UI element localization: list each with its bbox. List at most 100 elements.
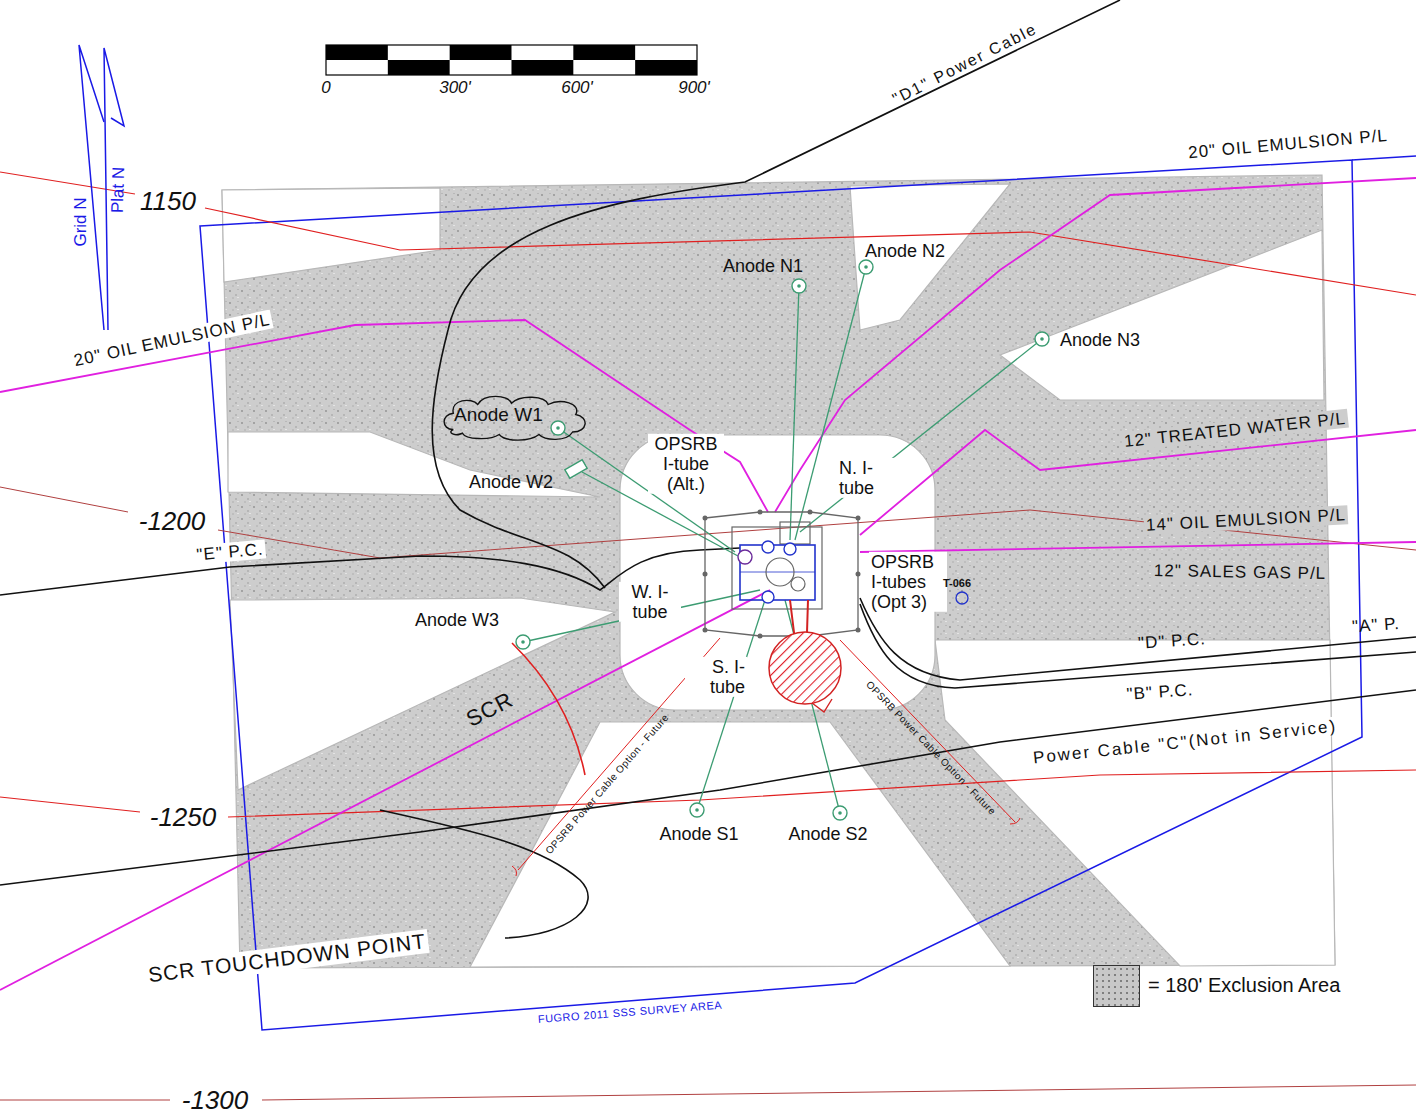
scale-cell — [388, 60, 450, 75]
anode-sled — [565, 460, 587, 479]
anode-symbol — [792, 279, 806, 293]
contour-depth: -1300 — [180, 1086, 251, 1115]
anode-symbol — [833, 806, 847, 820]
pipeline — [775, 178, 1416, 512]
platform-piles — [703, 510, 861, 639]
scale-bar — [326, 45, 697, 75]
power-cable — [0, 690, 1416, 885]
anode-symbol — [516, 635, 530, 649]
pile — [808, 510, 813, 515]
pipeline-label: 12" SALES GAS P/L — [1152, 561, 1329, 583]
platform-module — [780, 522, 810, 544]
scale-number: 0 — [319, 78, 332, 97]
itube-label: OPSRB I-tube (Alt.) — [648, 434, 724, 494]
clear-area — [1000, 230, 1324, 400]
anode-lead — [790, 286, 799, 540]
scale-number: 900' — [676, 78, 712, 97]
anode-lead — [697, 600, 765, 810]
i-tube — [738, 550, 752, 564]
anode-lead — [795, 267, 866, 540]
pile — [758, 634, 763, 639]
anode-label: Anode S2 — [786, 824, 869, 844]
pipeline — [860, 542, 1416, 552]
anode-dots — [521, 265, 1044, 815]
pile — [703, 516, 708, 521]
contour-depth: 1150 — [138, 187, 198, 216]
anode-label: Anode W3 — [413, 610, 501, 630]
pipeline-label: 20" OIL EMULSION P/L — [1185, 126, 1390, 163]
survey-area — [1352, 156, 1416, 160]
anode-dot — [838, 811, 842, 815]
legend-text: = 180' Exclusion Area — [1148, 974, 1340, 997]
scale-cell — [511, 60, 573, 75]
platform-outline — [705, 512, 858, 636]
anode-dot — [556, 426, 560, 430]
anode-symbol — [551, 421, 565, 435]
itube-label: S. I-tube — [685, 657, 747, 697]
itube-label: OPSRB I-tubes (Opt 3) — [869, 552, 947, 612]
exclusion-area — [222, 175, 1335, 968]
legend-swatch — [1093, 965, 1140, 1007]
pile — [856, 628, 861, 633]
pile — [703, 628, 708, 633]
anode-label: Anode W2 — [467, 472, 555, 492]
anode-label: Anode W1 — [454, 404, 543, 426]
anode-lead — [558, 428, 735, 552]
i-tube — [762, 591, 774, 603]
cloud-shape — [444, 396, 585, 440]
scr-arc — [512, 643, 585, 775]
power-cable — [860, 604, 1416, 688]
anode-label: Anode N3 — [1058, 330, 1142, 350]
power-cable — [432, 0, 1120, 588]
scale-outline — [326, 45, 697, 75]
platform-deck — [732, 527, 822, 609]
scale-number: 300' — [437, 78, 473, 97]
marker-label: T-066 — [941, 577, 973, 589]
pile — [856, 516, 861, 521]
clear-area — [230, 598, 615, 790]
anode-label: Anode N2 — [863, 241, 947, 261]
itube-label: N. I-tube — [837, 458, 899, 498]
anode-dot — [521, 640, 525, 644]
target-marker — [956, 592, 968, 604]
scale-cell — [450, 45, 512, 60]
scale-cell — [326, 45, 388, 60]
anode-label: Anode S1 — [657, 824, 740, 844]
north-label: Grid N — [71, 195, 90, 248]
hatched-notch — [812, 699, 832, 712]
anode-symbols — [516, 260, 1049, 820]
clear-area — [228, 432, 600, 497]
pile — [856, 572, 861, 577]
scale-number: 600' — [559, 78, 595, 97]
itube-label: W. I-tube — [619, 582, 681, 622]
anode-label: Anode N1 — [721, 256, 805, 276]
pile — [703, 572, 708, 577]
survey-label: FUGRO 2011 SSS SURVEY AREA — [535, 998, 724, 1025]
contour-depth: -1200 — [137, 507, 208, 536]
anode-leads — [523, 267, 1042, 813]
platform-caisson — [791, 577, 805, 591]
contour-depth: -1250 — [148, 803, 219, 832]
anode-symbol — [859, 260, 873, 274]
clear-area — [850, 184, 1010, 330]
future-cable — [840, 640, 1020, 824]
anode-dot — [797, 284, 801, 288]
north-label: Plat N — [108, 165, 129, 216]
cable-label: "A" P. — [1349, 614, 1402, 637]
hatched-zone — [769, 632, 841, 704]
anode-symbol — [1035, 332, 1049, 346]
anode-dot — [864, 265, 868, 269]
grid-north-arrow — [79, 45, 104, 330]
cloud-callout: Anode W1 — [438, 392, 591, 442]
cable-label: "D1" Power Cable — [888, 19, 1042, 109]
anode-dot — [1040, 337, 1044, 341]
i-tube — [762, 541, 774, 553]
anode-dot — [695, 808, 699, 812]
scale-cell — [573, 45, 635, 60]
anode-symbol — [690, 803, 704, 817]
anode-lead — [785, 600, 840, 813]
platform-frame — [740, 572, 815, 573]
scr-riser — [0, 590, 770, 990]
touchdown-curve — [380, 810, 588, 938]
clear-area — [935, 640, 1335, 966]
